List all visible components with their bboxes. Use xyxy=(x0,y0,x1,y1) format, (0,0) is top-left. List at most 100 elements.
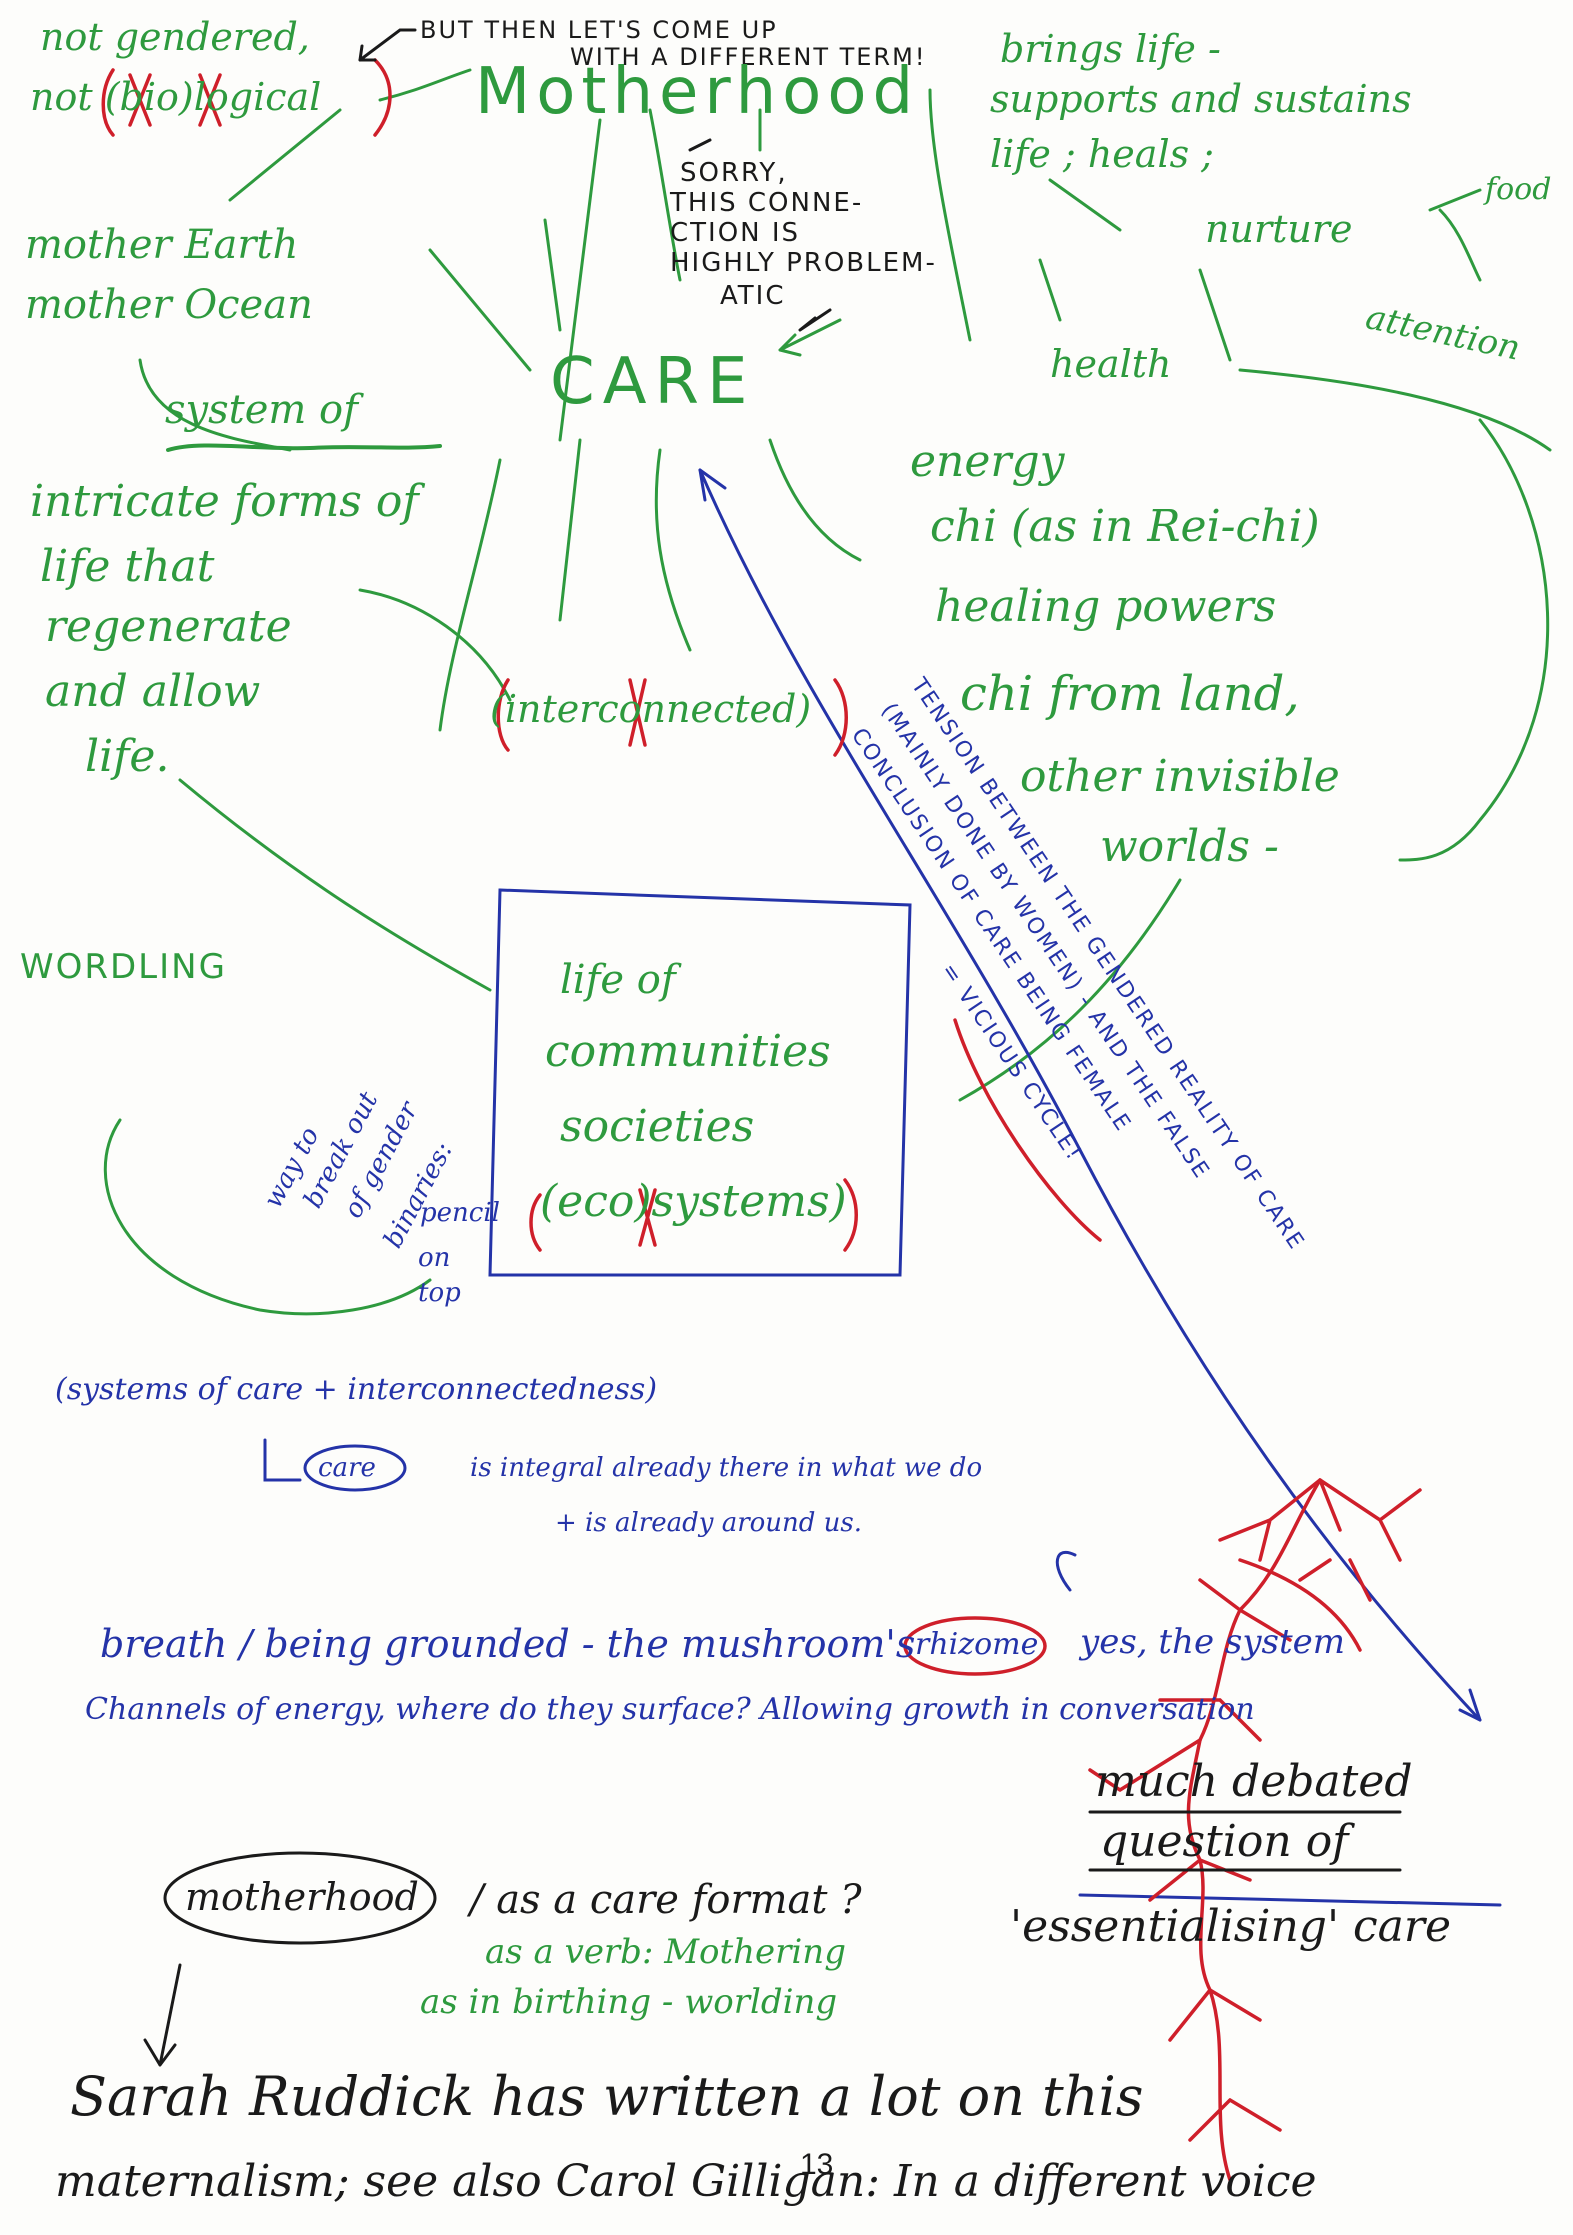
red-bracket xyxy=(101,68,115,137)
motherhood-circle xyxy=(163,1851,437,1945)
mother-earth-note: mother Earth xyxy=(25,222,299,268)
as-verb-note: as a verb: Mothering xyxy=(485,1932,846,1972)
box-line: communities xyxy=(545,1026,831,1077)
arrowhead xyxy=(698,468,727,502)
bracket-mark xyxy=(263,1438,302,1482)
way-line: pencil xyxy=(420,1198,500,1228)
arrow-mark xyxy=(1055,1551,1077,1592)
connector-line xyxy=(378,68,472,102)
connector-line xyxy=(358,588,512,702)
care-heading: CARE xyxy=(550,345,756,419)
chi-reiki-note: chi (as in Rei-chi) xyxy=(930,501,1320,552)
rhizome-drawing xyxy=(1088,1478,1422,2142)
sorry-line: ATIC xyxy=(720,281,786,311)
intricate-line: and allow xyxy=(45,666,261,717)
rhizome-drawing xyxy=(1238,1558,1372,1652)
nurture-note: nurture xyxy=(1205,207,1353,251)
red-bracket xyxy=(496,678,510,752)
sorry-line: THIS CONNE- xyxy=(670,188,864,218)
maternalism-line: maternalism; see also Carol Gilligan: In… xyxy=(55,2156,1317,2207)
connector-line xyxy=(1428,188,1482,212)
intricate-line: life. xyxy=(85,731,170,782)
red-bracket xyxy=(373,58,392,137)
birthing-note: as in birthing - worlding xyxy=(420,1982,838,2022)
health-note: health xyxy=(1050,342,1172,386)
chi-land-note: chi from land, xyxy=(960,666,1300,722)
systems-line: (systems of care + interconnectedness) xyxy=(55,1372,658,1407)
interconnected-note: (interconnected) xyxy=(490,687,812,731)
energy-note: energy xyxy=(910,436,1065,487)
tension-arrow xyxy=(698,468,1482,1722)
essentialising-note: 'essentialising' care xyxy=(1010,1901,1451,1952)
box-line: life of xyxy=(560,957,676,1003)
connector-line xyxy=(648,108,682,282)
connector-line xyxy=(1198,268,1232,362)
arrowhead xyxy=(358,44,377,62)
connector-line xyxy=(1238,368,1552,452)
red-cross xyxy=(628,678,647,747)
healing-powers-note: healing powers xyxy=(935,581,1277,632)
food-note: food xyxy=(1485,172,1552,207)
red-cross xyxy=(128,73,152,127)
worlds-note: worlds - xyxy=(1100,821,1279,872)
wordling-note: WORDLING xyxy=(20,947,227,987)
rhizome-circle xyxy=(903,1616,1047,1676)
connector-line xyxy=(543,218,562,332)
sorry-line: SORRY, xyxy=(680,158,788,188)
connector-line xyxy=(768,438,862,562)
communities-box xyxy=(488,888,912,1277)
way-line: top xyxy=(418,1278,461,1308)
yes-system-line: yes, the system xyxy=(1080,1622,1346,1662)
way-line: on xyxy=(418,1243,451,1273)
care-circle xyxy=(303,1444,407,1492)
other-invisible-note: other invisible xyxy=(1020,751,1340,802)
sarah-line: Sarah Ruddick has written a lot on this xyxy=(70,2065,1144,2128)
integral-line-2: + is already around us. xyxy=(555,1508,863,1538)
connector-line xyxy=(654,448,692,652)
red-bracket xyxy=(529,1193,542,1252)
connector-line xyxy=(1398,418,1550,862)
connector-line xyxy=(438,458,502,732)
care-word: care xyxy=(318,1453,376,1483)
motherhood-heading: Motherhood xyxy=(475,55,920,129)
mother-ocean-note: mother Ocean xyxy=(25,282,313,328)
connector-line xyxy=(1038,258,1062,322)
life-heals-note: life ; heals ; xyxy=(990,132,1214,176)
supports-note: supports and sustains xyxy=(990,77,1412,121)
question-of-note: question of xyxy=(1100,1816,1349,1867)
connector-line xyxy=(103,1118,432,1316)
breath-line: breath / being grounded - the mushroom's xyxy=(100,1622,916,1666)
integral-line: is integral already there in what we do xyxy=(470,1453,983,1483)
connector-line xyxy=(928,88,972,342)
red-bracket xyxy=(953,1018,1102,1242)
brings-life-note: brings life - xyxy=(1000,27,1221,71)
connector-line xyxy=(228,108,342,202)
red-bracket xyxy=(843,1178,858,1252)
not-biological-note: not (bio)logical xyxy=(30,75,322,119)
sorry-line: HIGHLY PROBLEM- xyxy=(670,248,937,278)
connector-line xyxy=(958,878,1182,1102)
connector-line xyxy=(1438,208,1482,282)
much-debated-note: much debated xyxy=(1095,1756,1413,1807)
box-line: societies xyxy=(560,1101,755,1152)
red-cross xyxy=(198,73,222,127)
arrow-mark xyxy=(798,308,832,332)
intricate-line: intricate forms of xyxy=(30,476,419,527)
box-line: (eco)systems) xyxy=(540,1176,847,1227)
underline xyxy=(1078,1893,1502,1907)
connector-line xyxy=(1048,178,1122,232)
intricate-line: life that xyxy=(40,541,215,592)
connector-line xyxy=(558,438,582,622)
arrow-mark xyxy=(358,28,417,62)
channels-line: Channels of energy, where do they surfac… xyxy=(85,1692,1255,1727)
rhizome-word: rhizome xyxy=(915,1627,1039,1662)
system-of-note: system of xyxy=(165,387,358,433)
care-format-note: / as a care format ? xyxy=(470,1877,862,1923)
connector-arrow xyxy=(778,318,842,357)
different-term-note: WITH A DIFFERENT TERM! xyxy=(570,43,927,71)
motherhood-circle-label: motherhood xyxy=(185,1875,419,1919)
arrow-mark xyxy=(143,1963,182,2067)
scribble xyxy=(166,443,442,452)
